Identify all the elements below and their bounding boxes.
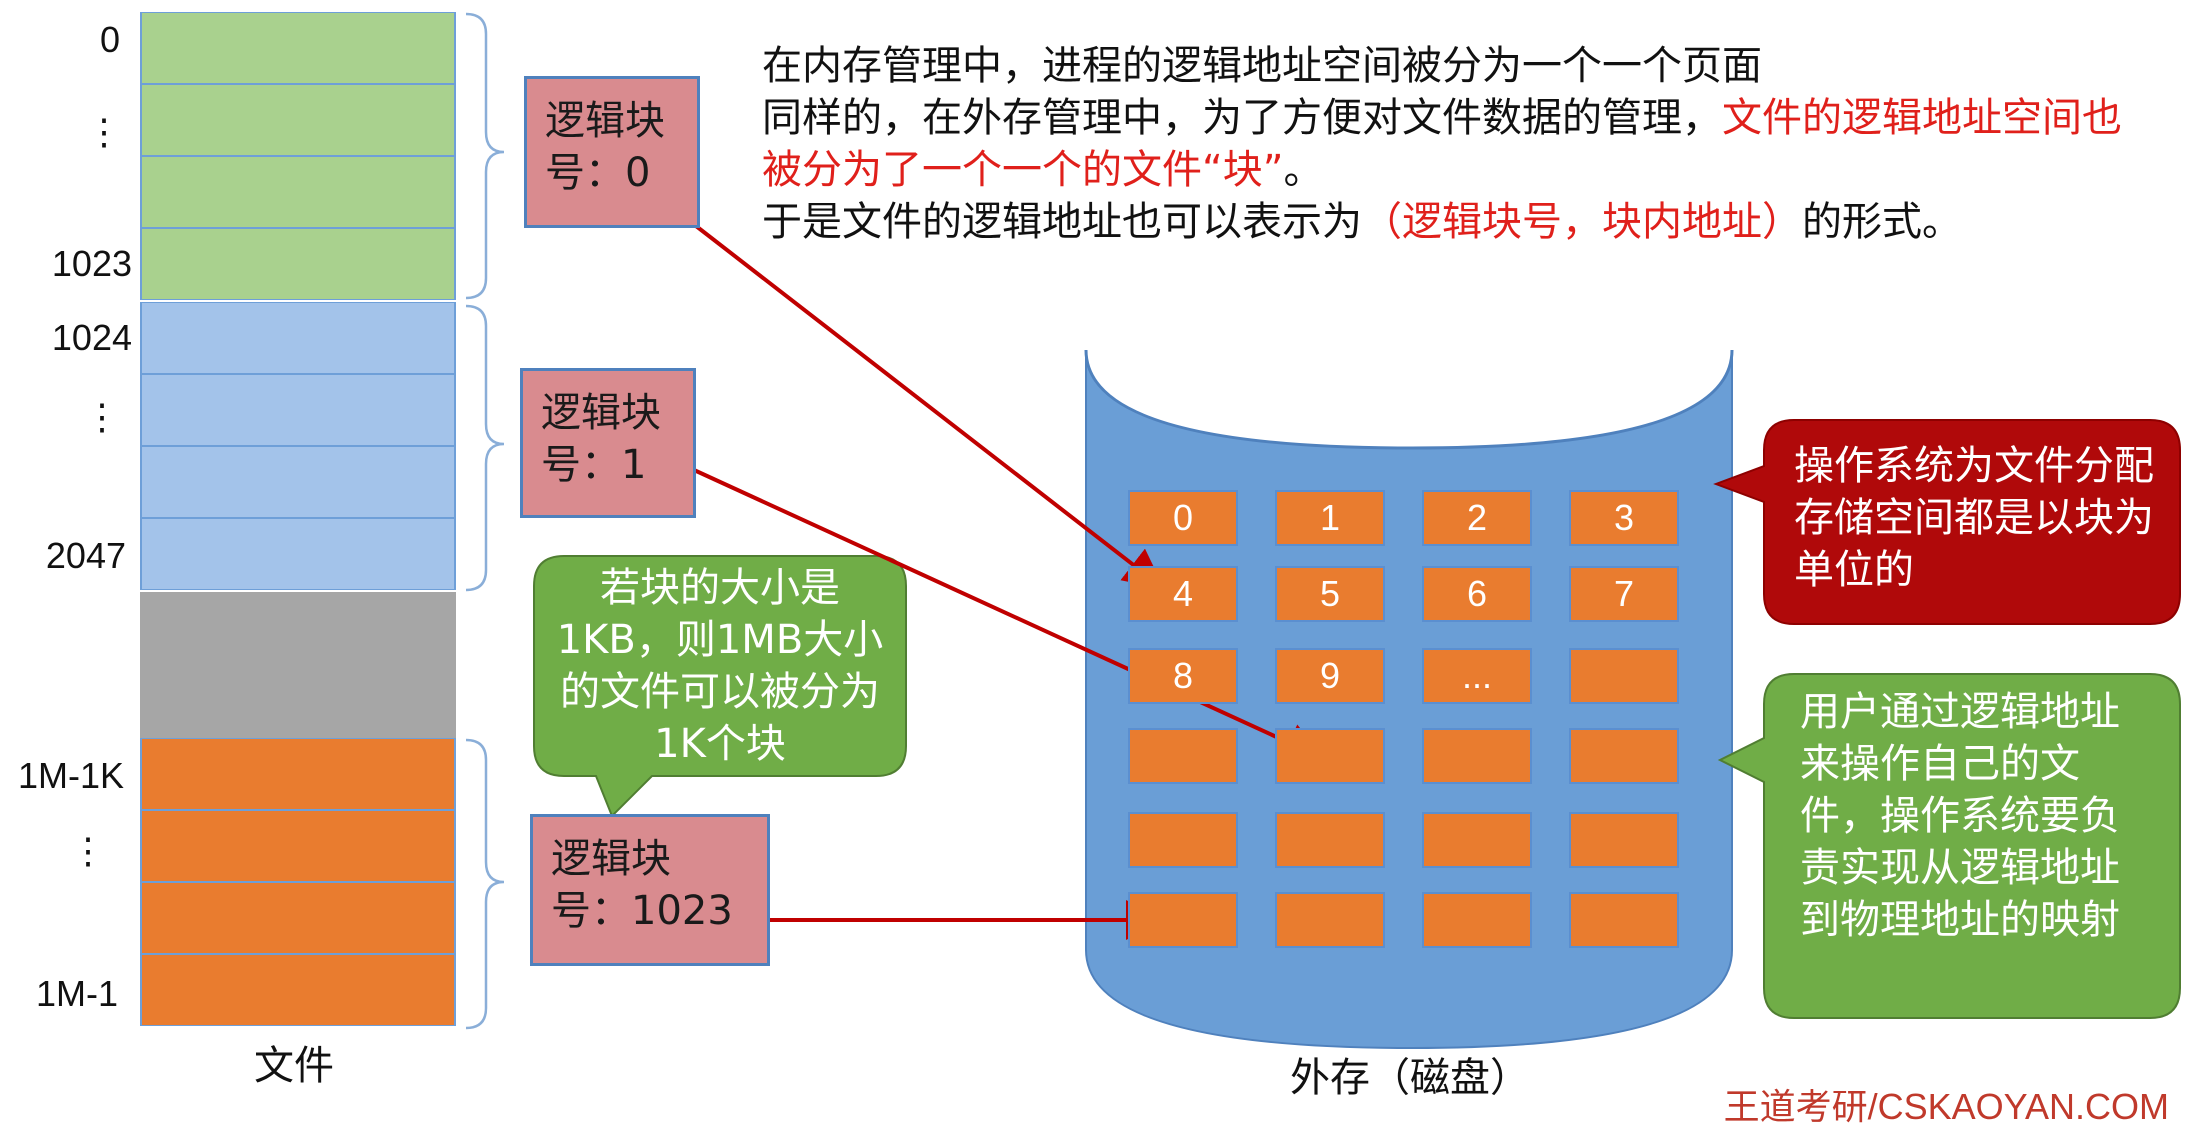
logical-block-0: 逻辑块号：0 bbox=[524, 76, 700, 228]
disk-block bbox=[1569, 728, 1679, 784]
green-bubble-shape bbox=[533, 555, 907, 818]
disk-block: ... bbox=[1422, 648, 1532, 704]
red-callout-shape bbox=[1713, 419, 2181, 625]
file-row bbox=[140, 12, 456, 84]
footer-brand: 王道考研/CSKAOYAN.COM bbox=[1723, 1086, 2169, 1127]
disk-block: 9 bbox=[1275, 648, 1385, 704]
address-label-1023: 1023 bbox=[51, 243, 132, 284]
disk-block bbox=[1128, 812, 1238, 868]
arrow-block0-to-4 bbox=[694, 224, 1165, 589]
arrow-block1-to-cell bbox=[693, 468, 1326, 761]
description-line-2-suffix: 。 bbox=[1283, 147, 1324, 193]
disk-caption: 外存（磁盘） bbox=[1290, 1055, 1530, 1101]
disk-block bbox=[1422, 892, 1532, 948]
file-row bbox=[140, 738, 456, 810]
disk-block: 2 bbox=[1422, 490, 1532, 546]
address-label-0: 0 bbox=[99, 19, 120, 60]
file-row bbox=[140, 446, 456, 518]
brace-block-0 bbox=[465, 12, 505, 300]
address-label-1m-1k: 1M-1K bbox=[17, 755, 124, 796]
file-row bbox=[140, 84, 456, 156]
disk-block: 3 bbox=[1569, 490, 1679, 546]
omitted-blocks bbox=[140, 592, 456, 738]
file-row bbox=[140, 518, 456, 590]
brace-block-1 bbox=[465, 304, 505, 592]
disk-block bbox=[1569, 812, 1679, 868]
logical-block-1023: 逻辑块号：1023 bbox=[530, 814, 770, 966]
disk-block bbox=[1275, 728, 1385, 784]
block-size-note: 若块的大小是1KB，则1MB大小的文件可以被分为1K个块 bbox=[556, 565, 884, 767]
disk-block: 6 bbox=[1422, 566, 1532, 622]
file-caption: 文件 bbox=[254, 1043, 334, 1089]
description-line-3-suffix: 的形式。 bbox=[1802, 199, 1962, 245]
description-line-2-highlight: 文件的逻辑地址空间也被分为了一个一个的文件“块” bbox=[762, 95, 2122, 193]
address-label-1024: 1024 bbox=[51, 317, 132, 358]
file-row bbox=[140, 882, 456, 954]
disk-block bbox=[1128, 728, 1238, 784]
file-row bbox=[140, 810, 456, 882]
disk-block bbox=[1275, 892, 1385, 948]
description-line-1: 在内存管理中，进程的逻辑地址空间被分为一个一个页面 bbox=[762, 43, 1762, 89]
disk-block bbox=[1422, 812, 1532, 868]
logical-block-1-label: 逻辑块号：1 bbox=[541, 390, 661, 488]
description-line-2-prefix: 同样的，在外存管理中，为了方便对文件数据的管理， bbox=[762, 95, 1722, 141]
disk-top-rim bbox=[1084, 349, 1734, 450]
address-label-1m-1: 1M-1 bbox=[35, 973, 118, 1014]
disk-block: 5 bbox=[1275, 566, 1385, 622]
file-row bbox=[140, 302, 456, 374]
disk-block: 0 bbox=[1128, 490, 1238, 546]
disk-block bbox=[1569, 892, 1679, 948]
address-label-2047: 2047 bbox=[45, 535, 126, 576]
disk-block bbox=[1422, 728, 1532, 784]
description-line-2: 同样的，在外存管理中，为了方便对文件数据的管理，文件的逻辑地址空间也被分为了一个… bbox=[762, 92, 2132, 196]
file-row bbox=[140, 954, 456, 1026]
file-row bbox=[140, 228, 456, 300]
file-row bbox=[140, 374, 456, 446]
disk-block: 1 bbox=[1275, 490, 1385, 546]
description: 在内存管理中，进程的逻辑地址空间被分为一个一个页面 同样的，在外存管理中，为了方… bbox=[762, 40, 2162, 248]
green-callout-shape bbox=[1717, 673, 2181, 1019]
brace-block-1023 bbox=[465, 738, 505, 1030]
disk-block bbox=[1128, 892, 1238, 948]
disk-block: 7 bbox=[1569, 566, 1679, 622]
logical-block-0-label: 逻辑块号：0 bbox=[545, 98, 665, 196]
description-line-3-highlight: （逻辑块号，块内地址） bbox=[1362, 199, 1802, 245]
os-allocation-note: 操作系统为文件分配存储空间都是以块为单位的 bbox=[1794, 443, 2154, 593]
logical-block-1: 逻辑块号：1 bbox=[520, 368, 696, 518]
description-line-3: 于是文件的逻辑地址也可以表示为（逻辑块号，块内地址）的形式。 bbox=[762, 196, 2162, 248]
disk-block bbox=[1275, 812, 1385, 868]
disk-block: 4 bbox=[1128, 566, 1238, 622]
address-mapping-note: 用户通过逻辑地址来操作自己的文件，操作系统要负责实现从逻辑地址到物理地址的映射 bbox=[1800, 689, 2120, 943]
description-line-3-prefix: 于是文件的逻辑地址也可以表示为 bbox=[762, 199, 1362, 245]
disk-block bbox=[1569, 648, 1679, 704]
logical-block-1023-label: 逻辑块号：1023 bbox=[551, 836, 733, 934]
file-row bbox=[140, 156, 456, 228]
disk-block: 8 bbox=[1128, 648, 1238, 704]
